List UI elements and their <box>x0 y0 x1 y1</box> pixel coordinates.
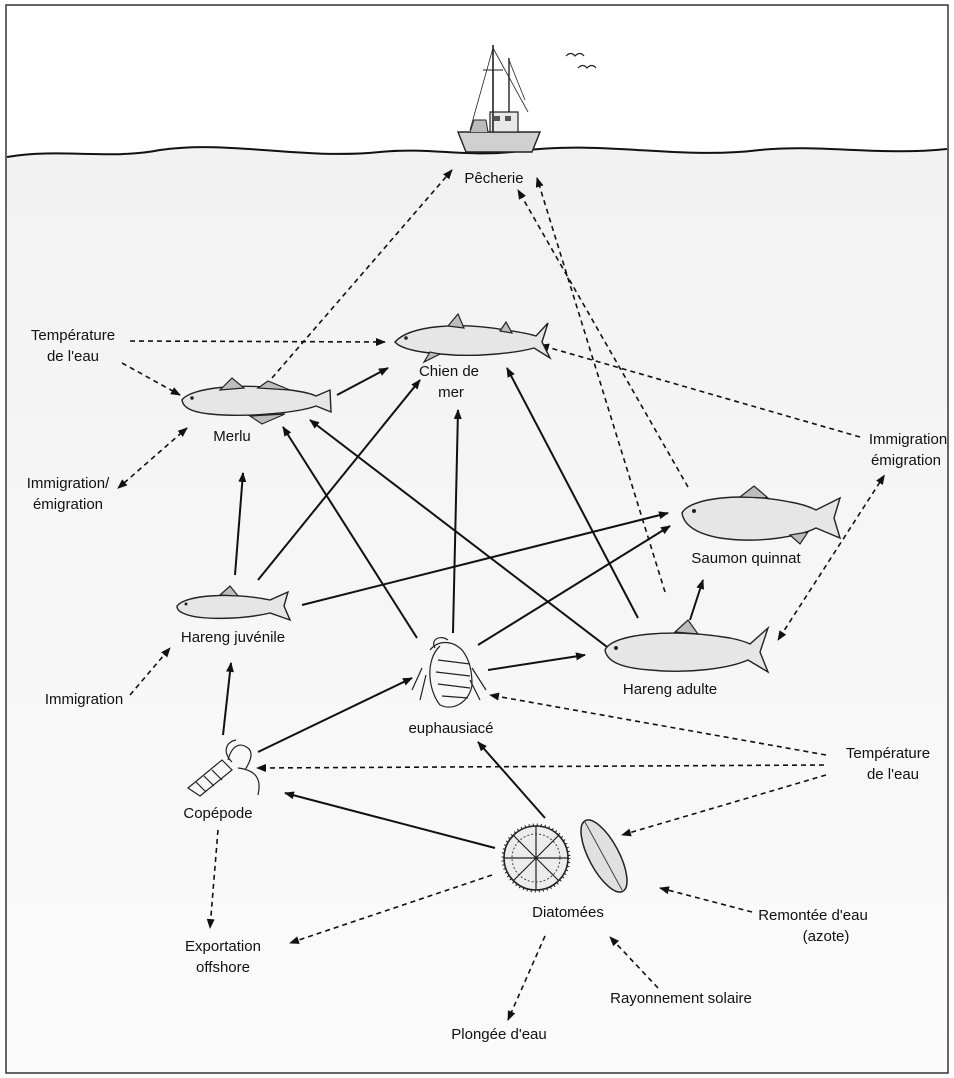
label-offshore-export-2: offshore <box>196 959 250 976</box>
arrow-diatoms-to-copepod <box>284 791 496 849</box>
label-water-temp-left-1: Température <box>31 327 115 344</box>
sea-surface-line <box>6 146 948 158</box>
arrow-euphausiid-to-adult-herring <box>487 652 586 671</box>
adult-herring-icon <box>604 619 770 674</box>
label-euphausiid: euphausiacé <box>408 720 493 737</box>
arrow-juvenile-to-dogfish <box>257 379 421 581</box>
label-water-temp-right-2: de l'eau <box>867 766 919 783</box>
label-immigration-right-1: Immigration <box>869 431 947 448</box>
label-hake: Merlu <box>213 428 251 445</box>
arrow-adult-herring-to-dogfish <box>506 367 639 619</box>
label-immigration-right-2: émigration <box>871 452 941 469</box>
arrow-diatoms-to-downwelling <box>507 935 546 1021</box>
arrow-adult-herring-to-salmon <box>689 579 705 621</box>
arrow-temp-to-copepod <box>256 763 825 772</box>
copepod-icon <box>186 739 260 797</box>
label-fishery: Pêcherie <box>464 170 523 187</box>
arrow-diatoms-to-euphausiid <box>477 741 546 819</box>
arrow-upwelling-to-diatoms <box>659 886 753 913</box>
arrow-euphausiid-to-hake <box>282 426 418 639</box>
label-juvenile-herring: Hareng juvénile <box>181 629 285 646</box>
label-dogfish-1: Chien de <box>419 363 479 380</box>
label-immigration-left-1: Immigration/ <box>27 475 110 492</box>
arrow-temp-to-dogfish <box>129 337 386 346</box>
arrow-adult-herring-to-hake <box>309 419 616 654</box>
label-solar-radiation: Rayonnement solaire <box>610 990 752 1007</box>
arrow-copepod-to-export <box>206 829 219 929</box>
label-immigration-left-2: émigration <box>33 496 103 513</box>
arrow-juvenile-to-hake <box>234 472 247 576</box>
dashed-arrows <box>117 169 885 1021</box>
arrow-solar-to-diatoms <box>609 936 659 989</box>
arrow-copepod-to-juvenile <box>222 662 234 736</box>
solid-arrows <box>222 367 705 849</box>
label-downwelling: Plongée d'eau <box>451 1026 546 1043</box>
arrow-euphausiid-to-dogfish <box>452 409 462 634</box>
label-water-temp-right-1: Température <box>846 745 930 762</box>
arrow-juvenile-to-salmon <box>301 511 669 606</box>
arrow-immigration-to-juvenile <box>129 647 171 696</box>
arrow-temp-to-hake <box>121 362 181 396</box>
juvenile-herring-icon <box>176 585 292 622</box>
arrow-immigration-to-dogfish <box>539 343 861 438</box>
diatom-pennate-icon <box>580 819 628 893</box>
arrow-salmon-to-fishery <box>517 189 689 488</box>
arrow-immigration-hake <box>117 427 188 489</box>
label-upwelling-2: (azote) <box>803 928 850 945</box>
diatom-centric-icon <box>501 823 571 893</box>
dogfish-icon <box>394 312 552 364</box>
arrow-euphausiid-to-salmon <box>477 525 671 646</box>
chinook-salmon-icon <box>681 485 842 545</box>
label-dogfish-2: mer <box>438 384 464 401</box>
arrow-copepod-to-euphausiid <box>257 677 413 753</box>
label-immigration: Immigration <box>45 691 123 708</box>
label-copepod: Copépode <box>183 805 252 822</box>
label-adult-herring: Hareng adulte <box>623 681 717 698</box>
label-upwelling-1: Remontée d'eau <box>758 907 868 924</box>
label-water-temp-left-2: de l'eau <box>47 348 99 365</box>
hake-icon <box>181 377 332 425</box>
sea-area <box>7 147 947 1073</box>
arrow-immigration-adult-herring <box>777 474 885 641</box>
arrow-herring-to-fishery <box>535 177 666 593</box>
arrow-hake-to-fishery <box>271 169 453 379</box>
euphausiid-icon <box>411 636 487 708</box>
arrow-hake-to-dogfish <box>336 367 389 396</box>
label-chinook-salmon: Saumon quinnat <box>691 550 801 567</box>
label-offshore-export-1: Exportation <box>185 938 261 955</box>
arrow-temp-to-euphausiid <box>489 692 827 756</box>
fishing-boat-icon <box>456 45 542 153</box>
birds-icon <box>565 52 597 69</box>
label-diatoms: Diatomées <box>532 904 604 921</box>
